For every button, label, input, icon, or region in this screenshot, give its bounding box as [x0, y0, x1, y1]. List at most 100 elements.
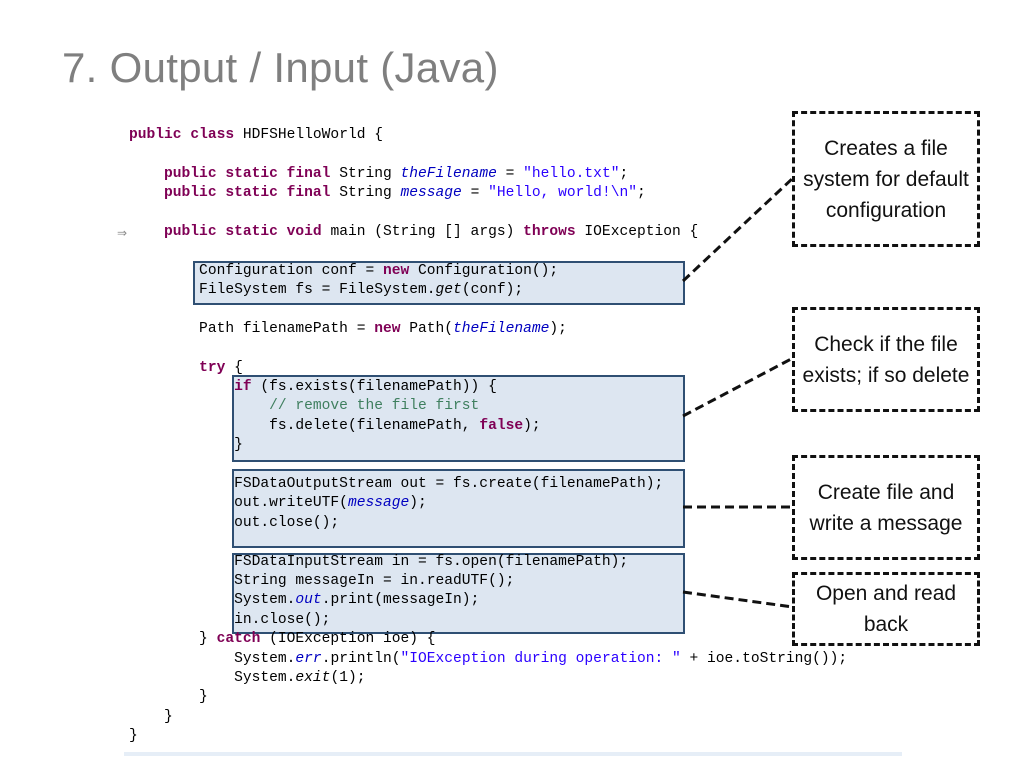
- callout-open-read-text: Open and read back: [815, 582, 957, 636]
- code-token: + ioe.toString());: [680, 650, 848, 667]
- code-line: Path filenamePath = new Path(theFilename…: [129, 320, 847, 339]
- code-token: catch: [216, 631, 270, 648]
- code-token: theFilename: [453, 320, 550, 337]
- code-token: "IOException during operation: ": [400, 650, 681, 667]
- callout-create-fs: Creates a file system for default config…: [792, 111, 980, 247]
- code-token: main (String [] args): [330, 223, 524, 240]
- callout-check-exists: Check if the file exists; if so delete: [792, 307, 980, 412]
- code-token: fs.delete(filenamePath,: [129, 417, 480, 434]
- code-line: System.out.print(messageIn);: [129, 591, 847, 610]
- code-token: out: [295, 592, 322, 609]
- code-line: if (fs.exists(filenamePath)) {: [129, 378, 847, 397]
- code-line: FSDataInputStream in = fs.open(filenameP…: [129, 553, 847, 572]
- connector-create-fs: [681, 176, 795, 283]
- gutter-marker: ⇒: [117, 226, 128, 240]
- code-line: }: [129, 708, 847, 727]
- code-token: FileSystem fs = FileSystem.: [129, 282, 436, 299]
- code-token: message: [400, 185, 462, 202]
- code-token: =: [496, 165, 524, 182]
- code-token: (conf);: [461, 282, 524, 299]
- code-token: (IOException ioe) {: [269, 631, 436, 648]
- code-token: {: [234, 359, 243, 376]
- code-token: );: [523, 417, 541, 434]
- code-token: "Hello, world!\n": [488, 185, 637, 202]
- code-token: String: [339, 165, 401, 182]
- highlight-delete-check: [232, 375, 685, 462]
- connector-check-exists: [682, 356, 794, 418]
- code-token: Configuration conf =: [129, 262, 383, 279]
- code-token: (1);: [330, 669, 366, 686]
- code-token: IOException {: [584, 223, 699, 240]
- code-token: public static final: [164, 185, 340, 202]
- code-line: }: [129, 688, 847, 707]
- code-line: System.err.println("IOException during o…: [129, 650, 847, 669]
- code-token: }: [129, 728, 138, 745]
- code-token: public static final: [164, 165, 340, 182]
- callout-create-write-text: Create file and write a message: [809, 480, 963, 535]
- code-token: err: [295, 650, 322, 667]
- highlight-configuration: [193, 261, 685, 305]
- connector-open-read: [682, 590, 794, 609]
- code-token: get: [435, 282, 462, 299]
- code-token: throws: [523, 223, 585, 240]
- code-token: out.writeUTF(: [129, 495, 348, 512]
- code-token: Path filenamePath =: [129, 320, 375, 337]
- code-token: System.: [129, 592, 296, 609]
- code-line: fs.delete(filenamePath, false);: [129, 417, 847, 436]
- code-token: System.: [129, 669, 296, 686]
- code-token: theFilename: [400, 165, 497, 182]
- code-token: }: [129, 708, 173, 725]
- code-line: public class HDFSHelloWorld {: [129, 126, 847, 145]
- callout-create-write: Create file and write a message: [792, 455, 980, 560]
- highlight-read: [232, 553, 685, 634]
- code-line: String messageIn = in.readUTF();: [129, 572, 847, 591]
- slide-title: 7. Output / Input (Java): [62, 44, 499, 91]
- code-line: in.close();: [129, 611, 847, 630]
- code-token: System.: [129, 650, 296, 667]
- code-line: } catch (IOException ioe) {: [129, 630, 847, 649]
- code-token: String: [339, 185, 401, 202]
- code-token: out.close();: [129, 514, 340, 531]
- code-line: public static final String message = "He…: [129, 184, 847, 203]
- callout-open-read: Open and read back: [792, 572, 980, 646]
- code-token: }: [129, 631, 217, 648]
- code-line: public static final String theFilename =…: [129, 165, 847, 184]
- code-token: HDFSHelloWorld {: [242, 127, 383, 143]
- code-token: .println(: [321, 650, 401, 667]
- code-line: }: [129, 727, 847, 746]
- code-token: Configuration();: [418, 262, 559, 279]
- code-token: public static void: [164, 223, 331, 240]
- code-token: =: [461, 185, 489, 202]
- code-token: public: [129, 127, 191, 143]
- code-token: // remove the file first: [269, 398, 480, 415]
- code-token: }: [129, 437, 243, 454]
- code-token: );: [409, 495, 427, 512]
- code-token: .print(messageIn);: [321, 592, 480, 609]
- code-token: ;: [619, 165, 629, 182]
- code-line: public static void main (String [] args)…: [129, 223, 847, 242]
- code-line: out.close();: [129, 514, 847, 533]
- code-line: out.writeUTF(message);: [129, 494, 847, 513]
- code-token: false: [479, 417, 524, 434]
- code-line: Configuration conf = new Configuration()…: [129, 262, 847, 281]
- code-token: Path(: [409, 320, 454, 337]
- code-token: if: [234, 379, 261, 396]
- callout-create-fs-text: Creates a file system for default config…: [803, 136, 969, 222]
- code-token: }: [129, 689, 208, 706]
- code-token: (fs.exists(filenamePath)) {: [260, 379, 497, 396]
- code-token: class: [190, 127, 243, 143]
- code-token: new: [382, 262, 419, 279]
- callout-check-exists-text: Check if the file exists; if so delete: [802, 332, 970, 387]
- code-token: );: [549, 320, 567, 337]
- code-token: try: [199, 359, 235, 376]
- code-line: FSDataOutputStream out = fs.create(filen…: [129, 475, 847, 494]
- java-code: public class HDFSHelloWorld {​ public st…: [129, 126, 847, 747]
- code-line: FileSystem fs = FileSystem.get(conf);: [129, 281, 847, 300]
- code-token: "hello.txt": [523, 165, 620, 182]
- highlight-write: [232, 469, 685, 548]
- code-token: exit: [295, 669, 331, 686]
- code-token: in.close();: [129, 611, 331, 628]
- code-token: FSDataInputStream in = fs.open(filenameP…: [129, 553, 629, 570]
- code-token: new: [374, 320, 410, 337]
